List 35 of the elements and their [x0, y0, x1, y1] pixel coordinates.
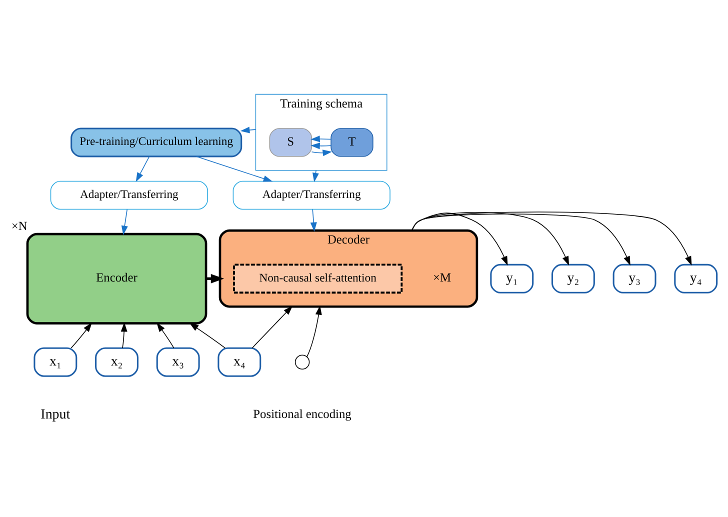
node-label: Positional encoding: [253, 406, 352, 421]
node-box: y₃: [612, 264, 656, 294]
node-box: T: [330, 128, 374, 157]
node-box: x₂: [95, 347, 138, 377]
arrow: [136, 156, 150, 182]
arrow: [196, 156, 273, 182]
arrow: [310, 209, 317, 232]
arrow: [310, 142, 332, 150]
arrow: [189, 322, 226, 348]
arrow: [240, 126, 256, 134]
node-box: S: [269, 128, 312, 157]
arrow: [306, 305, 322, 358]
node-box: y₂: [551, 264, 595, 294]
arrow: [310, 136, 332, 142]
arrow: [411, 212, 692, 266]
arrow: [252, 306, 293, 348]
label: Input: [40, 407, 70, 422]
node-box: Adapter/Transferring: [232, 180, 390, 210]
node-box: Encoder: [26, 232, 208, 324]
node-circle: [294, 354, 310, 370]
node-box: Pre-training/Curriculum learning: [70, 128, 242, 158]
arrow: [121, 209, 128, 236]
arrow: [120, 322, 128, 348]
node-label: ×M: [433, 270, 452, 285]
node-label: ×N: [11, 219, 28, 234]
node-box: y₁: [490, 264, 534, 294]
node-box: x₁: [34, 347, 78, 377]
node-box: x₄: [218, 347, 262, 377]
arrow: [311, 150, 332, 156]
node-box: x₃: [156, 347, 200, 377]
node-box: Adapter/Transferring: [50, 180, 208, 210]
node-box: Non-causal self-attention: [233, 264, 403, 294]
arrow: [70, 322, 92, 348]
node-box: y₄: [674, 264, 718, 294]
arrow: [156, 322, 174, 348]
